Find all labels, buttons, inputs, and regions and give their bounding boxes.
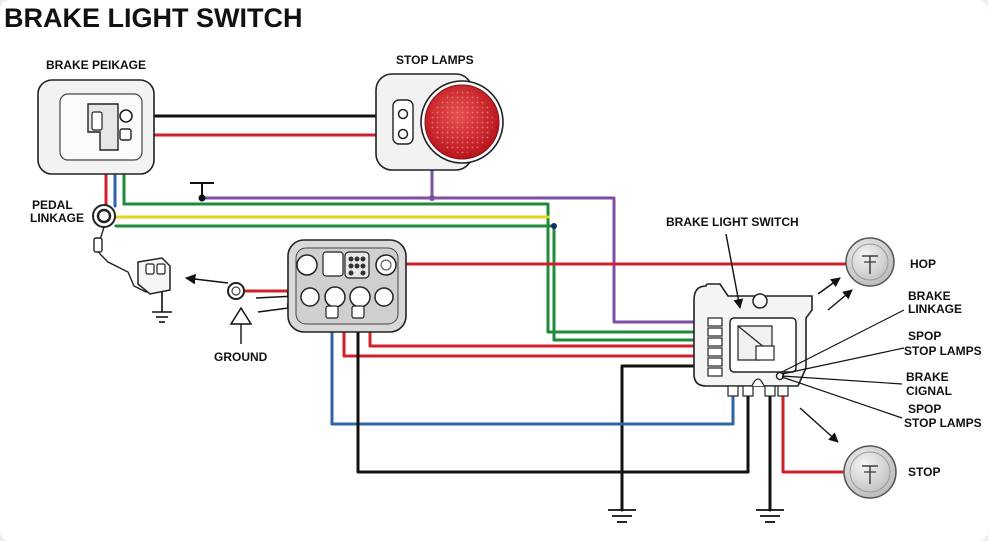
pedal-linkage-label-2: LINKAGE bbox=[30, 211, 84, 225]
wire-green-long bbox=[122, 202, 709, 334]
spop-label-2a: SPOP bbox=[908, 402, 941, 416]
ground-icon bbox=[756, 509, 784, 523]
wires bbox=[104, 114, 854, 512]
brake-cignal-label-2: CIGNAL bbox=[906, 384, 952, 398]
page-title: BRAKE LIGHT SWITCH bbox=[4, 3, 302, 33]
wire-black-ground-1 bbox=[620, 364, 709, 512]
stop-lamp-top bbox=[375, 73, 504, 171]
ground-triangle-icon bbox=[229, 306, 253, 325]
central-connector-module bbox=[287, 239, 407, 333]
arrow-icon bbox=[184, 273, 229, 285]
brake-pedal-label: BRAKE PEIKAGE bbox=[46, 58, 146, 72]
arrow-icon bbox=[827, 289, 853, 311]
brake-linkage-label-1: BRAKE bbox=[908, 289, 951, 303]
arrow-icon bbox=[725, 233, 744, 309]
wire-purple bbox=[200, 168, 709, 324]
pedal-linkage-label-1: PEDAL bbox=[32, 198, 73, 212]
brake-pedal-switch bbox=[37, 79, 155, 175]
junction-dot bbox=[198, 194, 206, 202]
ground-icon bbox=[190, 182, 214, 196]
brake-light-switch-module bbox=[693, 283, 813, 397]
stop-lamps-top-label: STOP LAMPS bbox=[396, 53, 474, 67]
stop-lamp-icon bbox=[843, 445, 897, 499]
hop-lamp-icon bbox=[845, 237, 895, 287]
wire-red-stop bbox=[781, 390, 854, 474]
pedal-linkage bbox=[92, 204, 172, 323]
spop-label-1a: SPOP bbox=[908, 329, 941, 343]
hop-label: HOP bbox=[910, 257, 936, 271]
junction-dot bbox=[429, 195, 435, 201]
spop-label-2b: STOP LAMPS bbox=[904, 416, 982, 430]
stop-label: STOP bbox=[908, 465, 940, 479]
arrow-icon bbox=[817, 277, 841, 295]
spop-label-1b: STOP LAMPS bbox=[904, 344, 982, 358]
brake-cignal-label-1: BRAKE bbox=[906, 370, 949, 384]
wire-blue-bottom bbox=[330, 314, 735, 426]
brake-linkage-label-2: LINKAGE bbox=[908, 302, 962, 316]
callout-lines bbox=[781, 309, 905, 419]
ground-icon bbox=[608, 509, 636, 523]
wire-green-lower bbox=[114, 224, 709, 342]
ground-label: GROUND bbox=[214, 350, 268, 364]
arrow-icon bbox=[799, 407, 839, 443]
wire-black-bottom bbox=[356, 314, 750, 474]
brake-light-switch-label: BRAKE LIGHT SWITCH bbox=[666, 215, 799, 229]
junction-dot bbox=[551, 223, 557, 229]
